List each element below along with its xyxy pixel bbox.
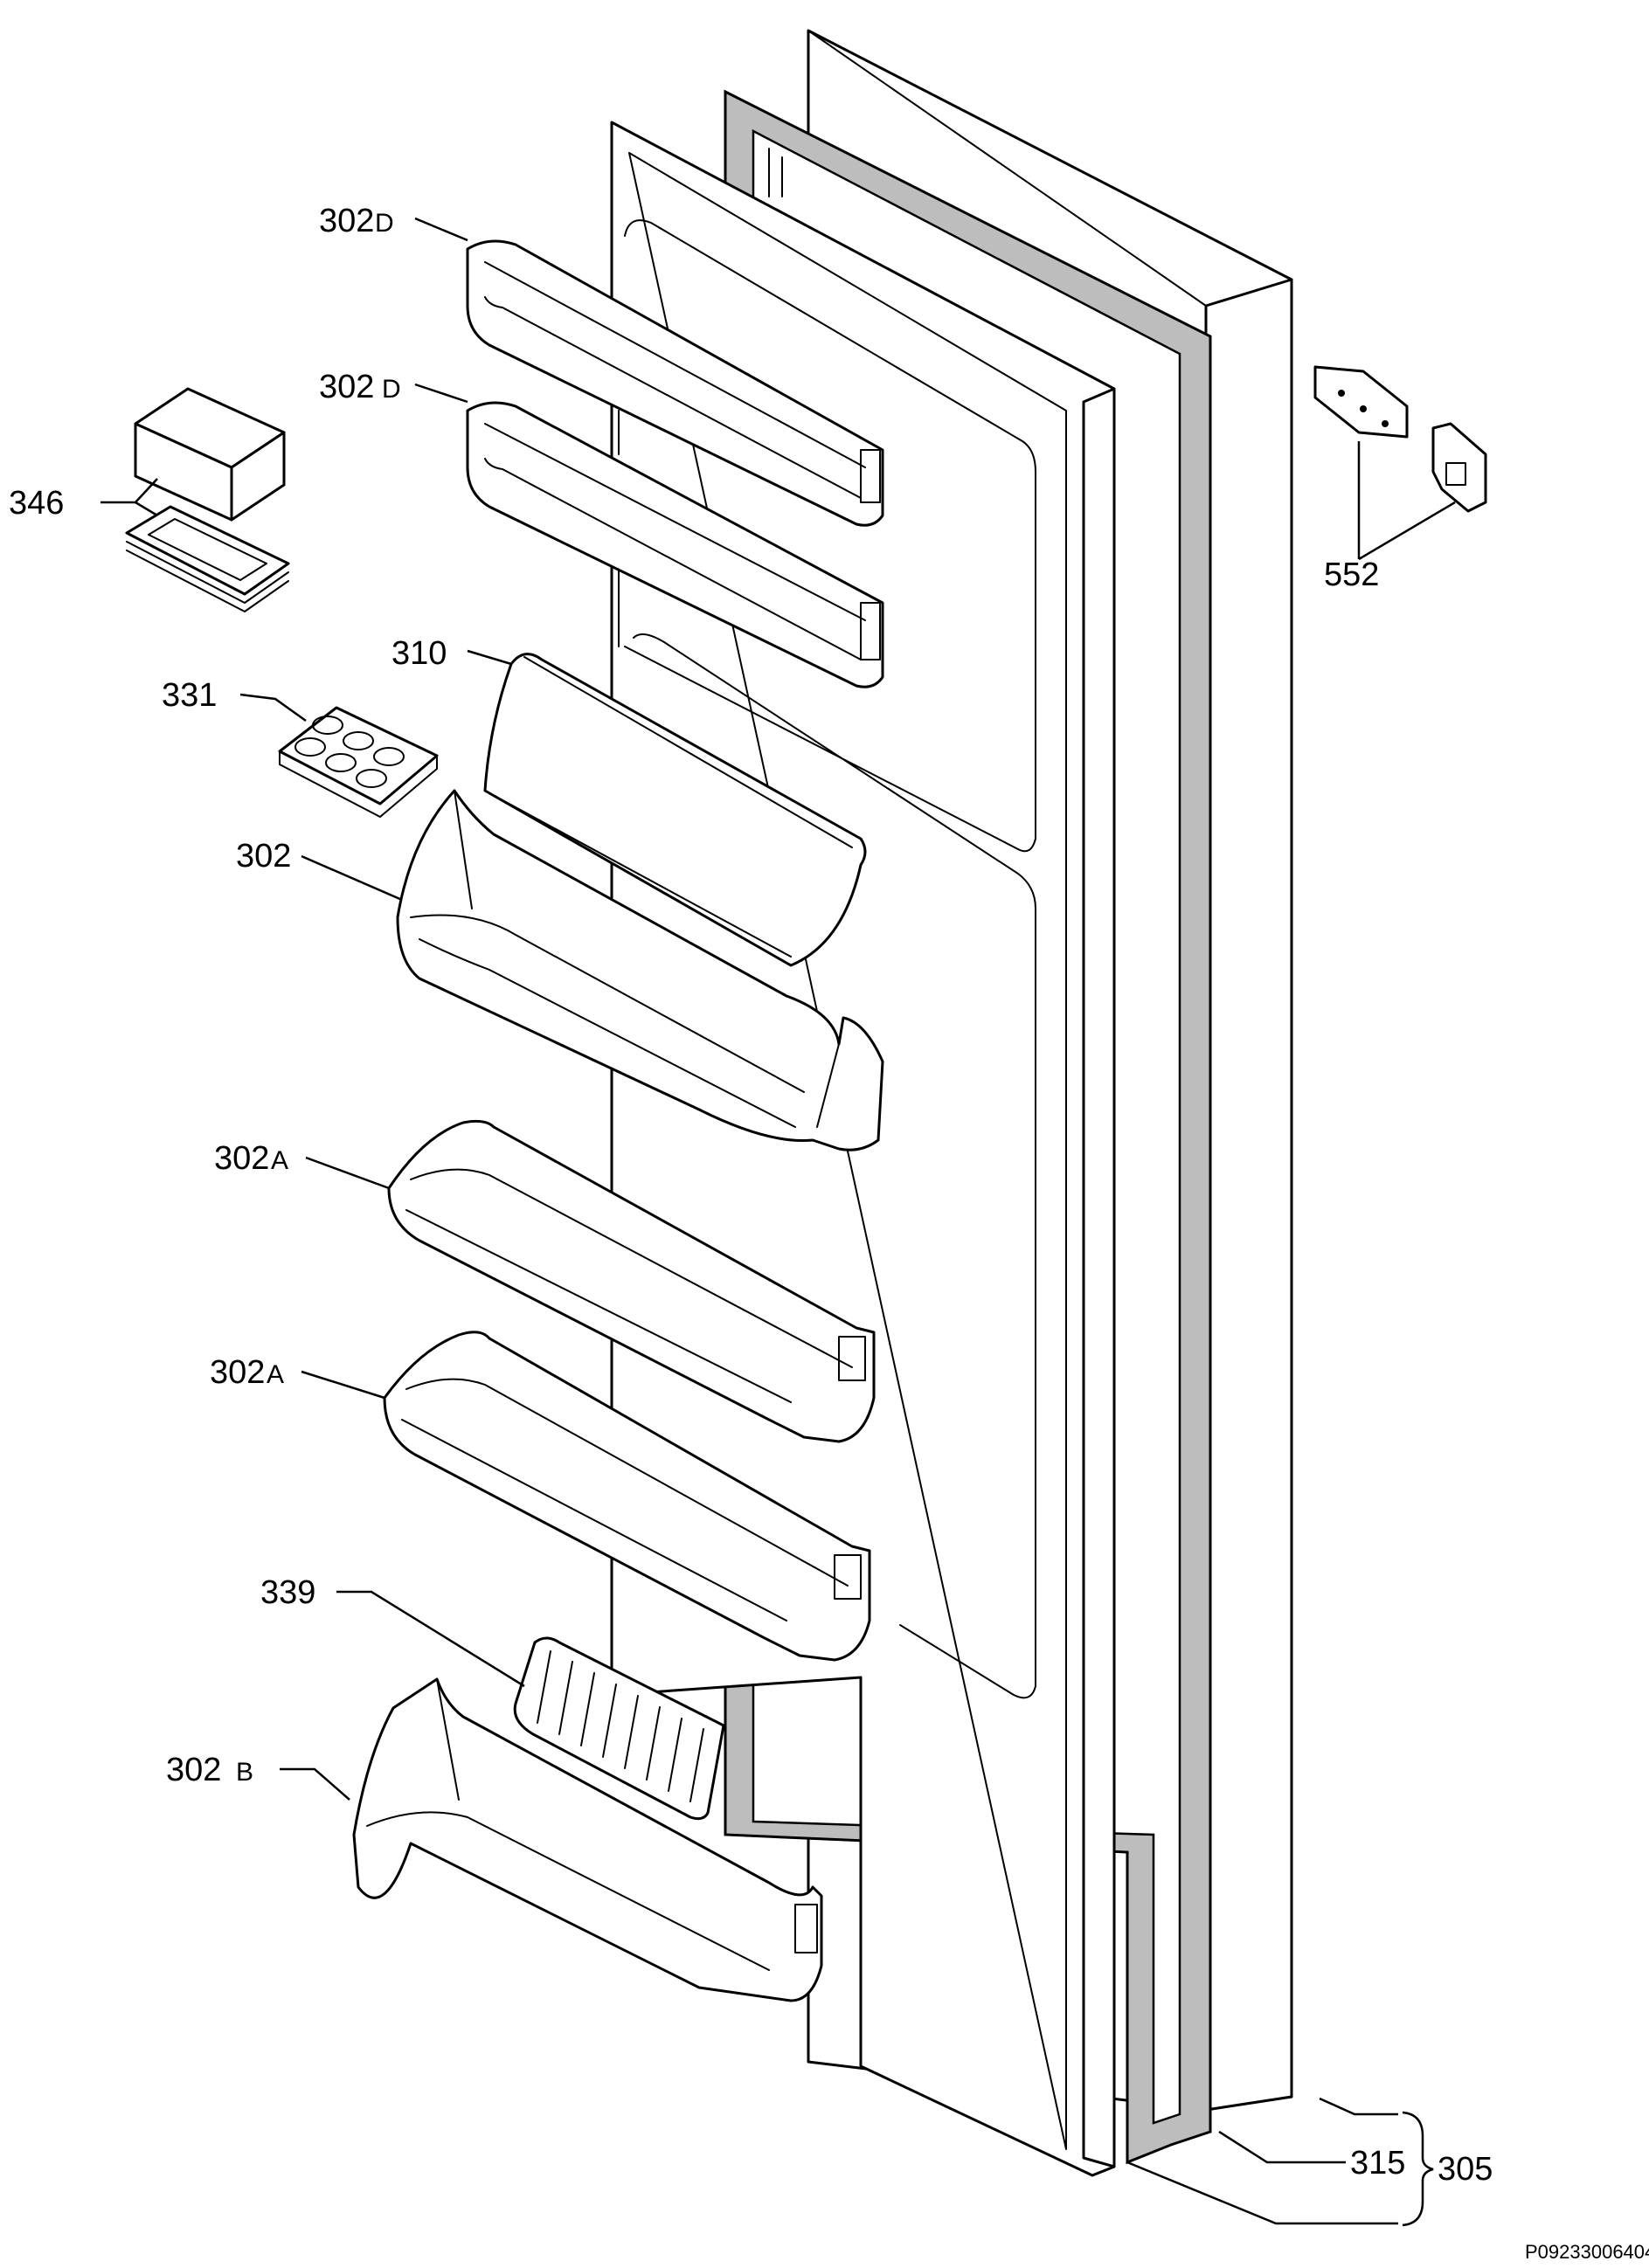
door-shelf-302a-lower [383,1331,871,1662]
label-302d-mid: 302 D [319,369,401,405]
label-302a-top: 302 A [214,1140,288,1177]
door-shelf-302b [352,1677,823,2002]
egg-tray-frame [125,505,290,612]
hinge-bracket-upper [1313,365,1409,439]
svg-text:D: D [382,375,401,404]
svg-text:302: 302 [319,203,374,239]
svg-text:B: B [236,1758,253,1787]
label-302d-top: 302 D [319,203,394,239]
label-552: 552 [1324,557,1379,593]
door-shelf-302d-mid [466,401,884,688]
label-305: 305 [1438,2151,1493,2188]
label-302b: 302 B [166,1752,253,1788]
door-shelf-302d-top [466,239,884,527]
svg-text:302: 302 [319,369,374,405]
label-302: 302 [236,838,291,875]
label-302a-bot: 302 A [210,1354,284,1391]
label-339: 339 [260,1574,315,1611]
hinge-bracket-lower [1431,422,1487,513]
door-shelf-302 [396,789,884,1151]
egg-holder [278,706,439,818]
svg-text:302: 302 [166,1752,221,1788]
label-346: 346 [9,485,64,522]
dairy-flap [483,653,867,967]
svg-text:A: A [271,1146,288,1175]
svg-text:302: 302 [210,1354,265,1391]
svg-text:A: A [267,1360,284,1389]
egg-tray-lid [134,387,286,522]
label-315: 315 [1350,2145,1405,2182]
label-310: 310 [391,635,447,672]
door-shelf-302a-upper [387,1119,876,1443]
bottle-retainer [513,1636,725,1821]
svg-text:302: 302 [214,1140,269,1177]
svg-text:D: D [375,209,394,238]
leader-lines [100,217,1456,2227]
label-331: 331 [162,677,217,714]
drawing-code: P09233006404 [1525,2241,1649,2263]
